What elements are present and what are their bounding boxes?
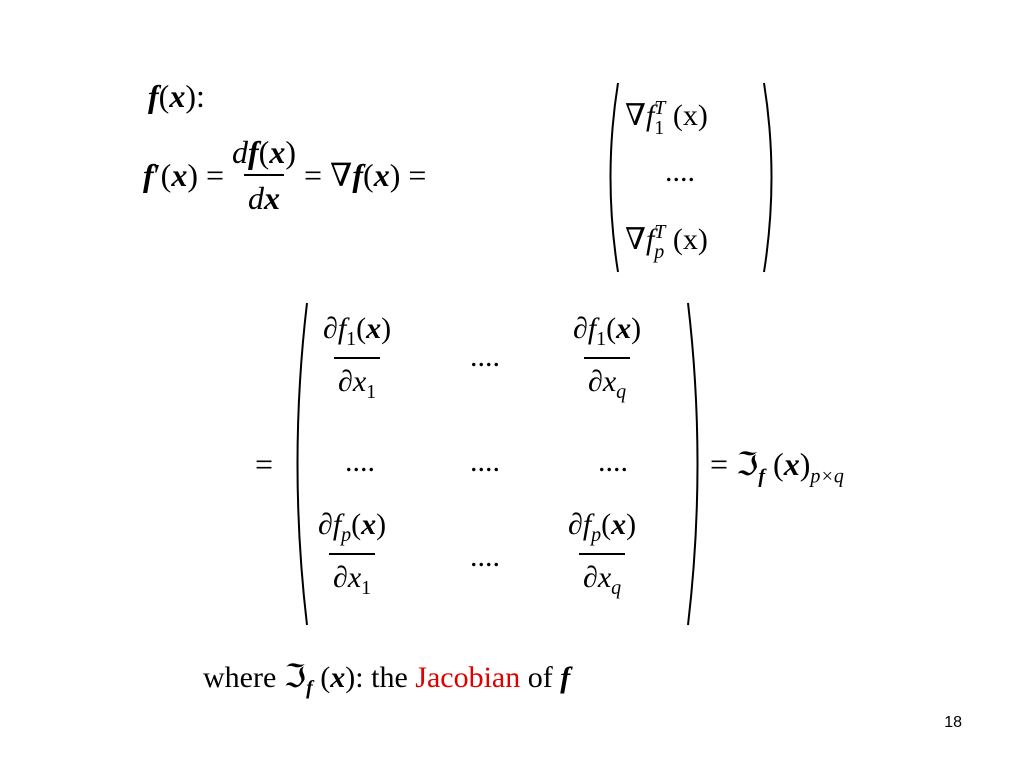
matrix-cell-2-3: ....: [598, 445, 628, 478]
vector-left-paren: [609, 82, 619, 273]
matrix-cell-2-2: ....: [470, 445, 500, 478]
matrix-equals: =: [255, 446, 274, 482]
definition-line: f(x):: [148, 78, 205, 114]
jacobian-symbol: ℑ: [736, 446, 759, 482]
matrix-cell-3-1: ∂fp(x) ∂x1: [318, 508, 387, 599]
gradient-row-dots: ....: [665, 155, 695, 188]
jacobian-caption: where ℑf (x): the Jacobian of f: [203, 658, 571, 699]
derivative-fraction: df(x) dx: [232, 134, 296, 216]
vector-right-paren: [763, 82, 773, 273]
matrix-left-paren: [296, 302, 308, 626]
matrix-cell-3-3: ∂fp(x) ∂xq: [568, 508, 637, 599]
matrix-cell-2-1: ....: [345, 445, 375, 478]
jacobian-symbol: ℑ: [283, 658, 307, 694]
matrix-cell-1-2: ....: [470, 340, 500, 373]
matrix-cell-1-1: ∂f1(x) ∂x1: [323, 312, 392, 403]
derivative-equation: f′(x) = df(x) dx = ∇f(x) =: [143, 134, 427, 216]
jacobian-highlight: Jacobian: [415, 661, 521, 694]
matrix-cell-3-2: ....: [470, 540, 500, 573]
page-number: 18: [944, 714, 962, 731]
matrix-right-paren: [687, 302, 699, 626]
jacobian-result: = ℑf (x)p×q: [710, 446, 844, 488]
matrix-cell-1-3: ∂f1(x) ∂xq: [573, 312, 642, 403]
